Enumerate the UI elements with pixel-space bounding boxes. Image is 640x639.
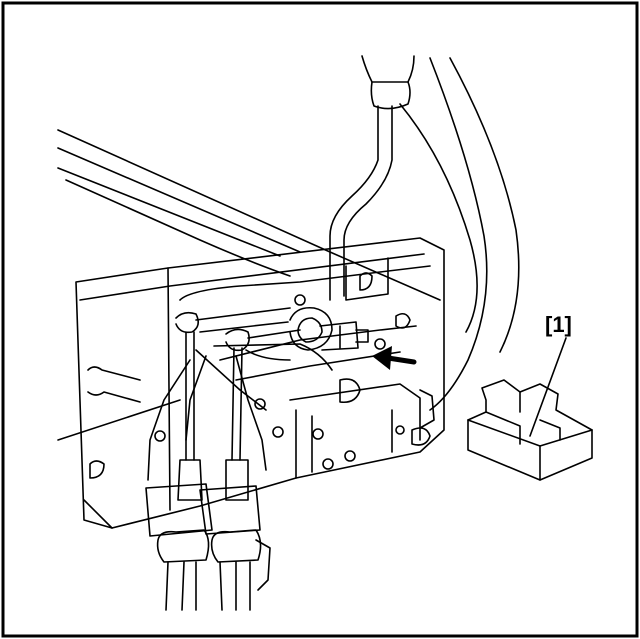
arrow-icon [372,346,417,370]
callout-leader-1 [529,337,567,437]
hose-assembly [329,55,520,411]
shift-linkage [147,306,369,481]
callout-label-1: [1] [545,312,572,337]
removed-bracket-part [467,379,593,481]
control-cables [145,331,271,611]
shift-bracket [75,237,445,529]
